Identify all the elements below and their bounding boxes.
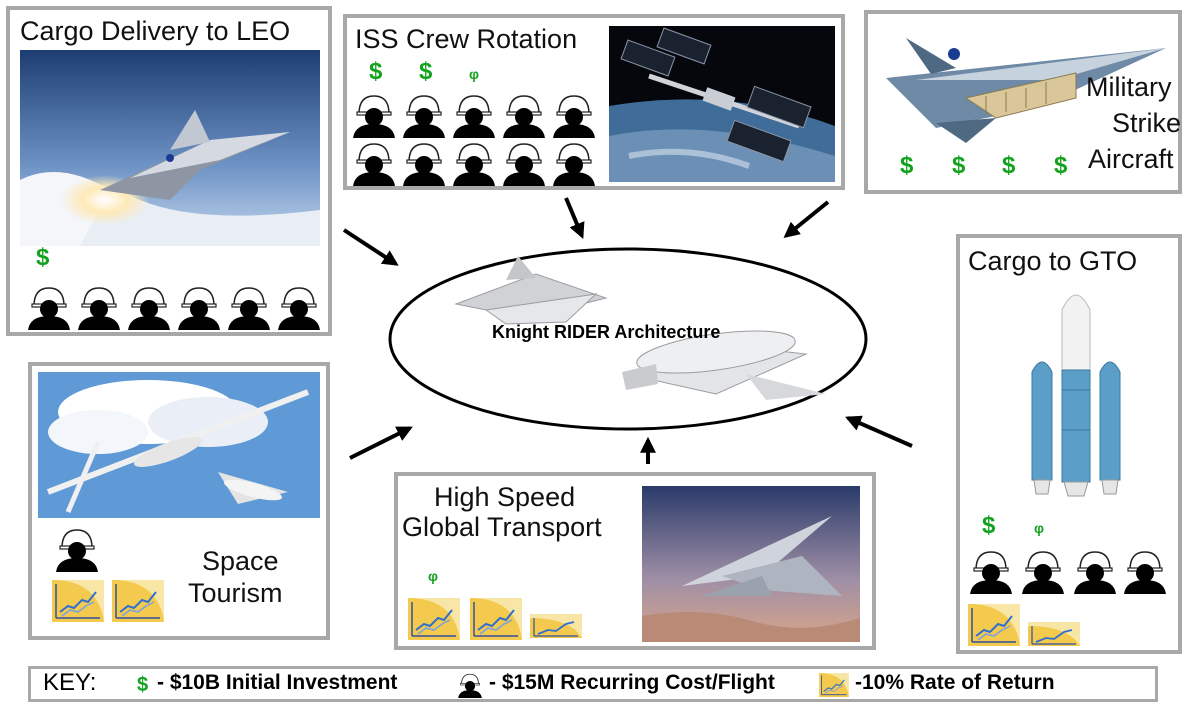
key-heading: KEY: [43, 669, 97, 696]
key-investment: - $10B Initial Investment [157, 671, 398, 694]
person-icon [551, 140, 597, 186]
person-icon [76, 284, 122, 330]
panel-iss-crew-rotation: ISS Crew Rotation $ $ φ [343, 14, 845, 190]
person-icon [276, 284, 322, 330]
panel-space-tourism: Space Tourism [28, 362, 330, 640]
iss-image [609, 26, 835, 182]
person-icon [501, 140, 547, 186]
person-icon [968, 548, 1014, 594]
dollar-icon: $ [36, 244, 50, 271]
person-icon [551, 92, 597, 138]
rate-of-return-icon [112, 580, 164, 622]
arrow-from-military [783, 200, 830, 239]
person-icon [351, 140, 397, 186]
panel-title-line: Global Transport [402, 512, 602, 542]
rate-of-return-icon [968, 604, 1020, 646]
dollar-icon: $ [137, 674, 149, 696]
panel-title-line: Tourism [188, 578, 283, 608]
person-icon [176, 284, 222, 330]
hypersonic-transport-image [642, 486, 860, 642]
space-tourism-image [38, 372, 320, 518]
panel-cargo-gto: Cargo to GTO $ φ [956, 234, 1182, 654]
rocket-image [1026, 280, 1126, 508]
person-icon [1020, 548, 1066, 594]
panel-title-line: Space [202, 546, 279, 576]
person-icon [401, 92, 447, 138]
panel-title-line: Aircraft [1088, 144, 1174, 174]
half-dollar-icon: φ [428, 568, 439, 584]
person-icon [26, 284, 72, 330]
dollar-icon: $ [1002, 152, 1016, 179]
rate-of-return-icon [470, 598, 522, 640]
rate-of-return-partial-icon [1028, 622, 1080, 646]
arrow-from-iss [564, 197, 585, 239]
person-icon [451, 92, 497, 138]
person-icon [54, 526, 100, 572]
panel-title-line: Strike [1112, 108, 1182, 138]
person-icon [501, 92, 547, 138]
half-dollar-icon: φ [469, 66, 480, 82]
rate-of-return-icon [819, 673, 849, 697]
person-icon [457, 672, 483, 698]
panel-title-line: High Speed [434, 482, 576, 512]
dollar-icon: $ [369, 58, 383, 85]
key-return: -10% Rate of Return [855, 671, 1055, 694]
dollar-icon: $ [952, 152, 966, 179]
key-recurring: - $15M Recurring Cost/Flight [489, 671, 775, 694]
panel-title: ISS Crew Rotation [355, 24, 578, 54]
person-icon [1122, 548, 1168, 594]
person-icon [1072, 548, 1118, 594]
rider-vehicle-lower [622, 330, 826, 400]
person-icon [401, 140, 447, 186]
rate-of-return-icon [408, 598, 460, 640]
dollar-icon: $ [419, 58, 433, 85]
person-icon [126, 284, 172, 330]
panel-high-speed-global-transport: High Speed Global Transport φ [394, 472, 876, 650]
cargo-leo-image [20, 50, 320, 246]
rider-vehicle-upper [454, 256, 608, 325]
person-icon [451, 140, 497, 186]
panel-title: Cargo to GTO [968, 246, 1138, 276]
panel-cargo-leo: Cargo Delivery to LEO $ [6, 6, 332, 336]
rate-of-return-partial-icon [530, 614, 582, 638]
half-dollar-icon: φ [1034, 520, 1045, 536]
panel-title: Cargo Delivery to LEO [20, 16, 291, 46]
dollar-icon: $ [1054, 152, 1068, 179]
dollar-icon: $ [982, 512, 996, 539]
person-icon [226, 284, 272, 330]
military-aircraft-image [876, 18, 1176, 148]
legend-key: KEY: $ - $10B Initial Investment - $15M … [28, 666, 1158, 702]
central-architecture: Knight RIDER Architecture [386, 244, 870, 434]
dollar-icon: $ [900, 152, 914, 179]
rate-of-return-icon [52, 580, 104, 622]
panel-title-line: Military [1086, 72, 1172, 102]
panel-military-strike-aircraft: Military Strike Aircraft $ $ $ $ [864, 10, 1182, 194]
center-label: Knight RIDER Architecture [492, 322, 721, 342]
person-icon [351, 92, 397, 138]
